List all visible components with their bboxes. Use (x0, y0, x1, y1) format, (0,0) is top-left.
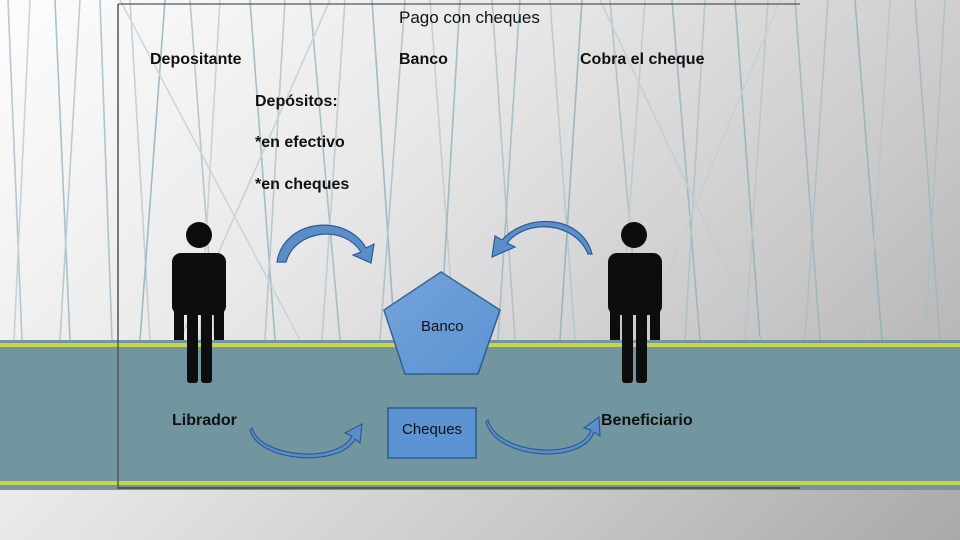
deposit-checks-item: *en cheques (255, 176, 350, 193)
header-depositante: Depositante (150, 51, 242, 68)
band-stripe-bottom (0, 481, 960, 485)
librador-label: Librador (172, 412, 237, 429)
arrow-cheques-to-beneficiario-icon (485, 415, 601, 455)
slide-title: Pago con cheques (399, 8, 540, 27)
background-lines (7, 0, 946, 341)
deposit-cash-item: *en efectivo (255, 134, 345, 151)
arrow-librador-to-banco-icon (276, 224, 375, 264)
arrow-beneficiario-to-banco-icon (491, 220, 593, 258)
person-librador-icon (172, 222, 226, 383)
header-cobra-el-cheque: Cobra el cheque (580, 51, 705, 68)
cheques-box-shape (387, 407, 477, 459)
cheques-box-label: Cheques (402, 421, 463, 438)
arrow-librador-to-cheques-icon (249, 422, 363, 459)
bank-shape-label: Banco (421, 318, 464, 335)
deposits-heading: Depósitos: (255, 93, 338, 110)
beneficiario-label: Beneficiario (601, 412, 693, 429)
header-banco: Banco (399, 51, 448, 68)
person-beneficiario-icon (608, 222, 662, 383)
